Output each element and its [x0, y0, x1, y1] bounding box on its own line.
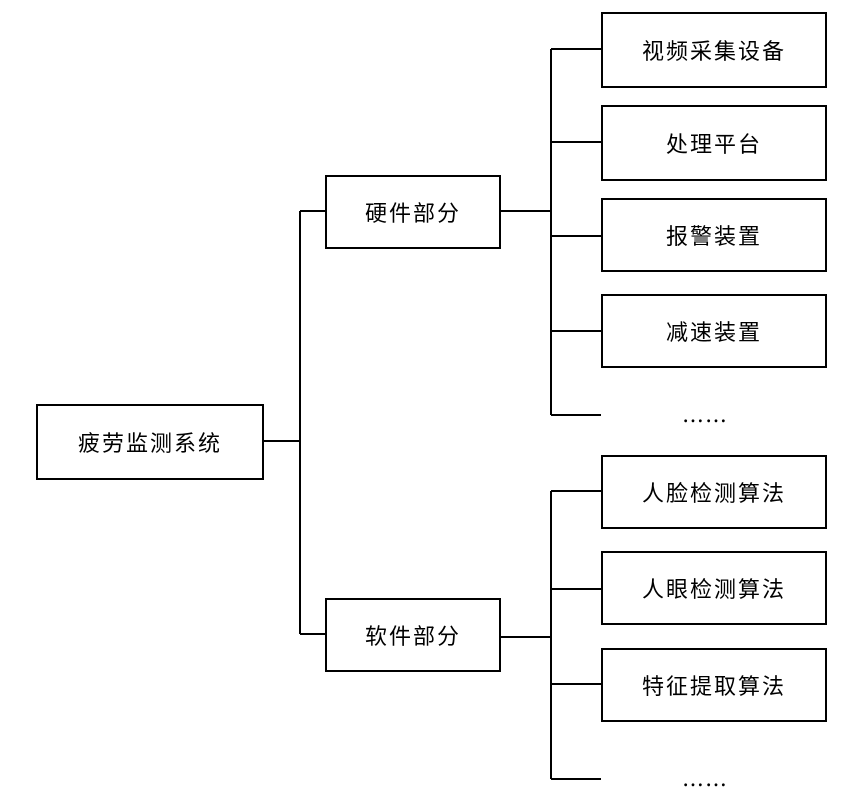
root-node: 疲劳监测系统 [36, 404, 264, 480]
hardware-child-processing-platform: 处理平台 [601, 105, 827, 181]
hardware-node: 硬件部分 [325, 175, 501, 249]
hardware-child-ellipsis: …… [682, 402, 728, 428]
software-child-eye-detection: 人眼检测算法 [601, 551, 827, 625]
hardware-child-alarm-device: 报警装置 [601, 198, 827, 272]
software-child-feature-extraction: 特征提取算法 [601, 648, 827, 722]
hardware-child-video-capture: 视频采集设备 [601, 12, 827, 88]
software-node: 软件部分 [325, 598, 501, 672]
software-child-face-detection: 人脸检测算法 [601, 455, 827, 529]
software-child-ellipsis: …… [682, 766, 728, 792]
hardware-child-deceleration-device: 减速装置 [601, 294, 827, 368]
